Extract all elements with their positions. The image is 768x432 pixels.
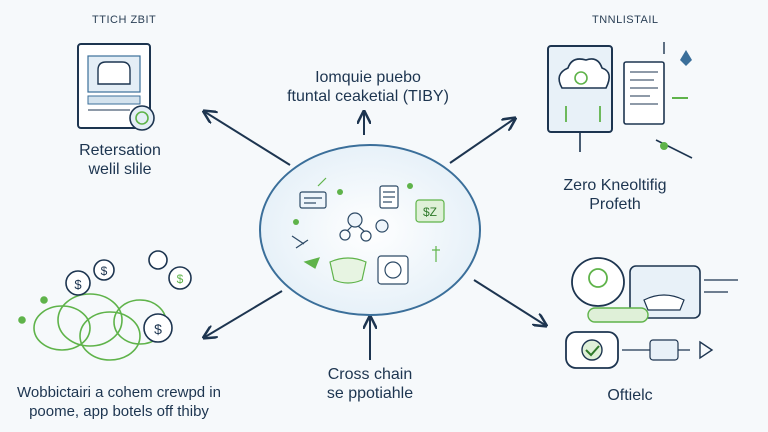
verification-panel-icon xyxy=(565,257,738,369)
corner-label-left: TТІCH ZBIТ xyxy=(92,14,157,26)
svg-text:$: $ xyxy=(74,277,82,292)
top-node-label-line-1: Iomquie puebo xyxy=(315,69,421,86)
svg-text:$: $ xyxy=(177,272,184,286)
svg-text:$: $ xyxy=(101,264,108,278)
bottom-right-node-label: Oftielc xyxy=(607,387,653,404)
bottom-node-label-line-2: se ppotiahle xyxy=(326,385,414,402)
left-node-label-line-2: welil slile xyxy=(88,161,152,178)
arrow-bottom-right xyxy=(473,279,545,325)
top-node-label: Iomquie puebo ftuntal ceaketial (TIBY) xyxy=(268,68,468,106)
coins-icon: $ $ $ $ xyxy=(18,250,192,361)
arrow-bottom-left xyxy=(205,290,283,337)
bottom-left-node-label: Wobbictairi a cohem crewpd in poome, app… xyxy=(4,383,234,421)
bottom-left-node-label-line-1: Wobbictairi a cohem crewpd in xyxy=(17,384,221,401)
arrow-top-right xyxy=(449,119,514,164)
left-node-label: Retersation welil slile xyxy=(50,141,190,179)
left-node-label-line-1: Retersation xyxy=(79,142,161,159)
right-node-label-line-2: Profeth xyxy=(589,196,641,213)
arrow-top-left xyxy=(205,112,291,166)
cloud-documents-icon xyxy=(547,42,693,159)
top-node-label-line-2: ftuntal ceaketial (TIBY) xyxy=(287,88,449,105)
svg-text:$Z: $Z xyxy=(423,205,437,219)
bottom-node-label-line-1: Cross chain xyxy=(327,366,413,383)
corner-label-right: TNNLISTAIL xyxy=(592,14,659,26)
hub-node-icons: $Z xyxy=(291,177,445,285)
right-node-label-line-1: Zero Kneoltifig xyxy=(563,177,667,194)
connector-arrows xyxy=(205,112,545,360)
right-node-label: Zero Kneoltifig Profeth xyxy=(540,176,690,214)
svg-text:$: $ xyxy=(154,321,162,337)
bottom-left-node-label-line-2: poome, app botels off thiby xyxy=(29,403,209,420)
document-device-icon xyxy=(77,43,155,131)
central-hub: $Z xyxy=(259,144,481,316)
bottom-node-label: Cross chain se ppotiahle xyxy=(300,365,440,403)
